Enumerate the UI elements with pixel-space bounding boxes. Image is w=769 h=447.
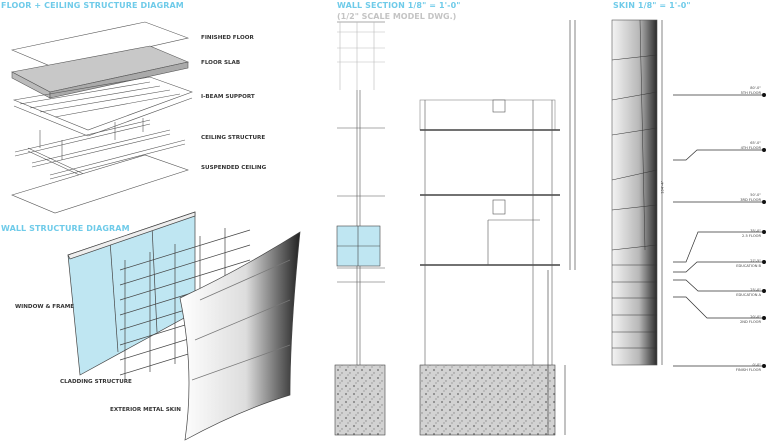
finished-floor-layer [10, 21, 190, 69]
label-cladding-structure: CLADDING STRUCTURE [60, 379, 132, 385]
level-name: EDUCATION A [736, 292, 761, 297]
section-grid [337, 21, 385, 90]
level-name: EDUCATION B [736, 263, 761, 268]
level-label: 25'-0"EDUCATION A [736, 288, 761, 297]
label-finished-floor: FINISHED FLOOR [201, 35, 254, 41]
level-name: 2.5 FLOOR [742, 233, 761, 238]
level-elevation: 35'-0" [750, 229, 761, 233]
concrete-footing-1 [334, 364, 386, 436]
level-name: FINISH FLOOR [735, 367, 761, 372]
floor-diagram-title: FLOOR + CEILING STRUCTURE DIAGRAM [1, 1, 184, 10]
level-name: 2ND FLOOR [740, 319, 761, 324]
level-lines [673, 94, 762, 367]
label-exterior-metal-skin: EXTERIOR METAL SKIN [110, 407, 181, 413]
level-label: 20'-0"2ND FLOOR [740, 315, 761, 324]
suspended-ceiling-layer [11, 154, 189, 214]
level-label: 0'-0"FINISH FLOOR [736, 363, 761, 372]
label-suspended-ceiling: SUSPENDED CEILING [201, 165, 267, 171]
level-name: 3RD FLOOR [740, 197, 761, 202]
level-elevation: 0'-0" [752, 363, 761, 367]
ceiling-structure [14, 118, 186, 180]
skin-title: SKIN 1/8" = 1'-0" [613, 1, 691, 10]
floor-ceiling-diagram [10, 21, 193, 214]
level-label: 35'-0"2.5 FLOOR [742, 229, 761, 238]
exterior-metal-skin [179, 231, 301, 441]
label-ceiling-structure: CEILING STRUCTURE [201, 135, 266, 141]
label-i-beam-support: I-BEAM SUPPORT [201, 94, 255, 100]
concrete-footing-2 [419, 364, 556, 436]
level-label: 80'-0"5TH FLOOR [741, 86, 761, 95]
level-elevation: 50'-0" [750, 193, 761, 197]
wall-section-subtitle: (1/2" SCALE MODEL DWG.) [337, 12, 457, 21]
level-elevation: 25'-0" [750, 288, 761, 292]
skin-elevation [611, 19, 766, 368]
level-name: 5TH FLOOR [740, 90, 761, 95]
level-label: 50'-0"3RD FLOOR [740, 193, 761, 202]
skin-strip [611, 19, 658, 366]
level-elevation: 20'-0" [750, 315, 761, 319]
label-floor-slab: FLOOR SLAB [201, 60, 241, 66]
level-label: 65'-0"4TH FLOOR [741, 141, 761, 150]
wall-structure-diagram [67, 211, 301, 441]
level-name: 4TH FLOOR [740, 145, 761, 150]
wall-section-drawing [334, 20, 576, 436]
i-beam-support [12, 76, 193, 137]
level-elevation: 65'-0" [750, 141, 761, 145]
dimension-lines [547, 20, 576, 435]
level-elevation: 80'-0" [750, 86, 761, 90]
wall-section-title: WALL SECTION 1/8" = 1'-0" [337, 1, 461, 10]
overall-dimension: 104'-4" [660, 180, 665, 194]
level-label: 27'-5"EDUCATION B [736, 259, 761, 268]
wall-diagram-title: WALL STRUCTURE DIAGRAM [1, 224, 130, 233]
label-window-frame: WINDOW & FRAME [15, 304, 75, 310]
level-elevation: 27'-5" [750, 259, 761, 263]
